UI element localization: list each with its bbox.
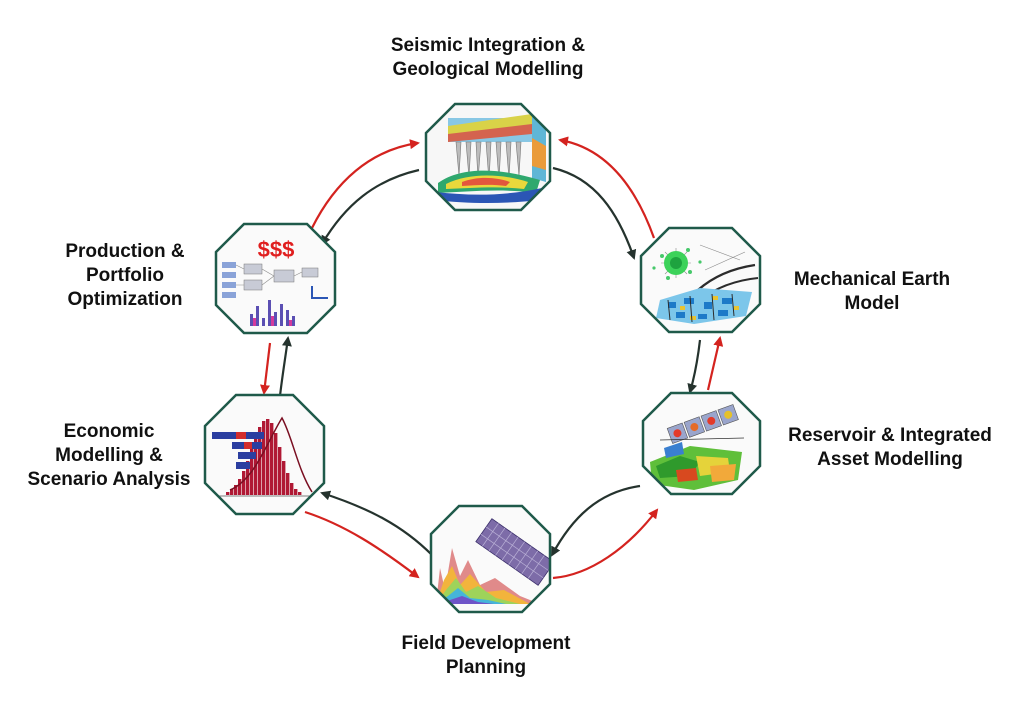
histogram-bar [246,461,250,495]
probability-distribution-icon [205,395,324,514]
label-seismic: Seismic Integration & Geological Modelli… [370,34,606,82]
reservoir-simulation-icon [643,393,760,494]
histogram-bar [282,461,286,495]
histogram-bar [290,483,294,495]
label-line: Asset Modelling [817,449,963,470]
production-frame [214,222,337,335]
label-line: Production & [65,241,185,262]
arrow-seismic-to-mechanical [552,166,637,260]
label-line: Seismic Integration & [390,35,586,56]
histogram-bar [230,489,234,495]
economic-node [203,393,326,516]
arrow-mechanical-to-seismic [558,136,656,239]
reservoir-frame [641,391,762,496]
histogram-bar [294,489,298,495]
arrow-economic-to-production [278,336,292,397]
label-line: Scenario Analysis [27,469,191,490]
label-line: Modelling & [55,445,163,466]
histogram-bar [270,423,274,495]
label-line: Portfolio [85,265,165,286]
histogram-bar [238,479,242,495]
portfolio-optimization-icon: $$$ [216,224,335,333]
histogram-bar [286,473,290,495]
label-reservoir: Reservoir & Integrated Asset Modelling [770,424,1010,472]
production-profiles-icon [431,506,550,612]
label-line: Economic [63,421,155,442]
reservoir-node [641,391,762,496]
label-line: Field Development [401,633,571,654]
label-field: Field Development Planning [380,632,592,680]
arrow-seismic-to-production [320,168,420,246]
label-mechanical: Mechanical Earth Model [774,268,970,316]
histogram-bar [262,421,266,495]
mechanical-frame [639,226,762,334]
seismic-frame [424,102,552,212]
field-frame [429,504,552,614]
label-economic: Economic Modelling & Scenario Analysis [4,420,214,492]
economic-frame [203,393,326,516]
production-node: $$$ [214,222,337,335]
field-node [429,504,552,614]
label-line: Planning [445,657,527,678]
label-line: Model [844,293,900,314]
histogram-bar [226,492,230,495]
histogram-bar [242,471,246,495]
label-line: Optimization [67,289,183,310]
arrow-economic-to-field [304,510,420,579]
seismic-3d-model-icon [426,104,550,210]
arrow-field-to-reservoir [552,508,659,580]
arrow-mechanical-to-reservoir [687,339,702,394]
money-symbol: $$$ [258,237,295,262]
arrow-reservoir-to-field [551,484,641,557]
label-line: Mechanical Earth [793,269,951,290]
seismic-node [424,102,552,212]
histogram-bar [266,419,270,495]
histogram-bar [234,485,238,495]
arrow-reservoir-to-mechanical [706,336,724,391]
histogram-bar [298,492,302,495]
arrow-field-to-economic [320,490,433,556]
histogram-bar [258,427,262,495]
label-line: Reservoir & Integrated [788,425,992,446]
mechanical-earth-model-icon [641,228,760,332]
arrow-production-to-seismic [311,139,420,229]
mechanical-node [639,226,762,334]
histogram-bar [278,447,282,495]
cycle-arrows [260,136,724,580]
label-line: Geological Modelling [392,59,584,80]
label-production: Production & Portfolio Optimization [40,240,210,312]
histogram-bar [274,433,278,495]
arrow-production-to-economic [260,342,272,395]
